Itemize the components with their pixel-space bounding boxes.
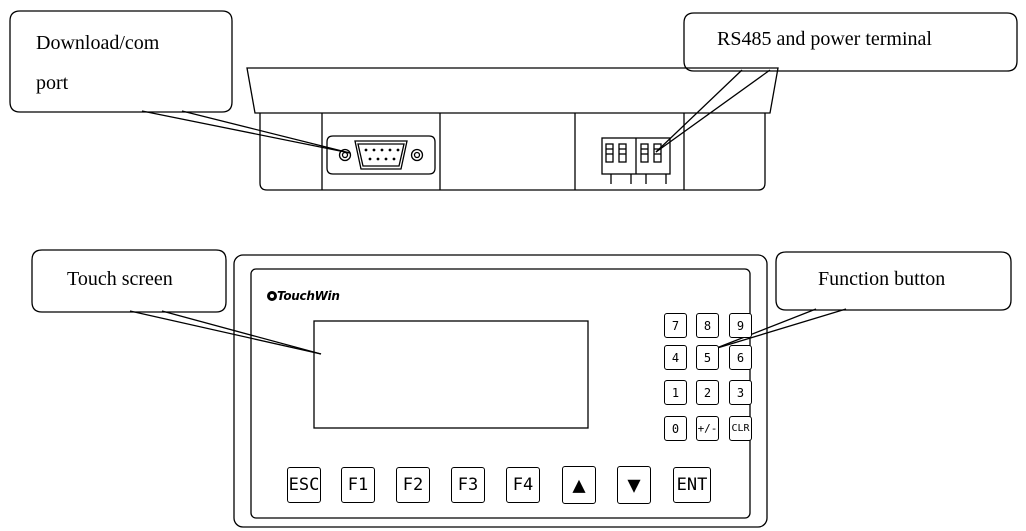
db9-pins bbox=[364, 148, 400, 161]
up-arrow-button[interactable]: ▲ bbox=[562, 466, 596, 504]
down-arrow-button[interactable]: ▼ bbox=[617, 466, 651, 504]
callout-function-label: Function button bbox=[818, 268, 946, 290]
keypad-key-6[interactable]: 6 bbox=[729, 345, 752, 370]
touch-screen-area bbox=[313, 320, 589, 429]
f3-button[interactable]: F3 bbox=[451, 467, 485, 503]
keypad-key-8[interactable]: 8 bbox=[696, 313, 719, 338]
f4-button[interactable]: F4 bbox=[506, 467, 540, 503]
keypad-key-1[interactable]: 1 bbox=[664, 380, 687, 405]
db9-port bbox=[326, 135, 436, 175]
keypad-key-9[interactable]: 9 bbox=[729, 313, 752, 338]
leader-rs485 bbox=[655, 69, 771, 153]
keypad-key-clr[interactable]: CLR bbox=[729, 416, 752, 441]
brand-name: TouchWin bbox=[277, 289, 340, 303]
rear-panel-outline bbox=[246, 67, 779, 191]
terminal-block bbox=[601, 137, 671, 184]
leader-function bbox=[713, 308, 847, 350]
brand-logo-icon bbox=[267, 291, 277, 301]
keypad-key-3[interactable]: 3 bbox=[729, 380, 752, 405]
f1-button[interactable]: F1 bbox=[341, 467, 375, 503]
leader-download bbox=[141, 110, 351, 154]
callout-bubble-function bbox=[775, 251, 1012, 311]
callout-download-line2: port bbox=[36, 72, 69, 94]
esc-button[interactable]: ESC bbox=[287, 467, 321, 503]
f2-button[interactable]: F2 bbox=[396, 467, 430, 503]
callout-bubble-rs485 bbox=[683, 12, 1018, 72]
callout-touch-screen-label: Touch screen bbox=[67, 268, 173, 290]
callout-bubble-download bbox=[9, 10, 233, 113]
callout-bubble-touch-screen bbox=[31, 249, 227, 313]
keypad-key-plus-minus[interactable]: +/- bbox=[696, 416, 719, 441]
keypad-key-7[interactable]: 7 bbox=[664, 313, 687, 338]
keypad-key-5[interactable]: 5 bbox=[696, 345, 719, 370]
callout-rs485-label: RS485 and power terminal bbox=[717, 28, 932, 50]
keypad-key-2[interactable]: 2 bbox=[696, 380, 719, 405]
keypad-key-4[interactable]: 4 bbox=[664, 345, 687, 370]
ent-button[interactable]: ENT bbox=[673, 467, 711, 503]
callout-download-line1: Download/com bbox=[36, 32, 160, 54]
leader-touch-screen bbox=[129, 310, 322, 355]
keypad-key-0[interactable]: 0 bbox=[664, 416, 687, 441]
